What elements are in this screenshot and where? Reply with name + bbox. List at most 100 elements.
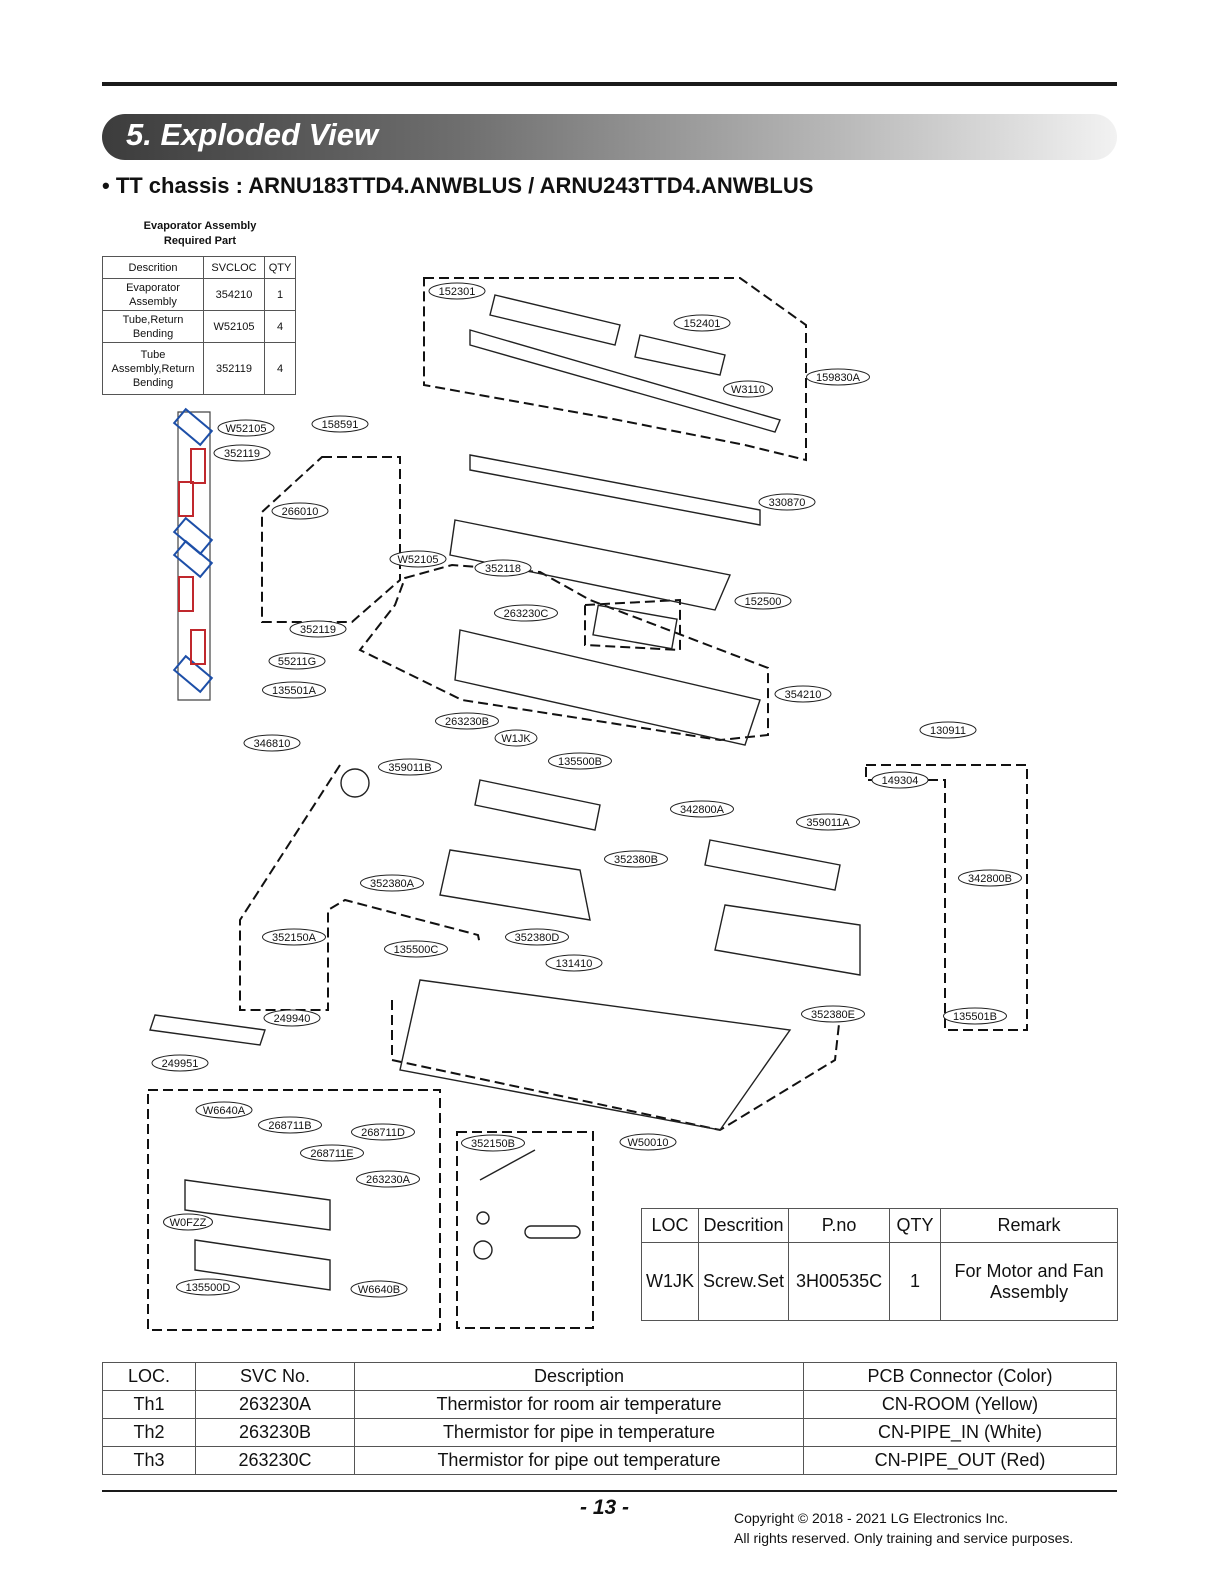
callout-label: 263230B <box>445 716 489 728</box>
part-callout-130911: 130911 <box>919 721 977 739</box>
part-callout-152500: 152500 <box>734 592 792 610</box>
callout-oval <box>548 752 612 770</box>
col-header-svc: SVC No. <box>195 1362 355 1391</box>
part-callout-249951: 249951 <box>151 1054 209 1072</box>
cell-connector: CN-PIPE_IN (White) <box>803 1418 1117 1447</box>
col-header-loc: LOC. <box>102 1362 196 1391</box>
callout-oval <box>494 729 538 747</box>
callout-oval <box>723 380 773 398</box>
chassis-subtitle: • TT chassis : ARNU183TTD4.ANWBLUS / ARN… <box>102 173 814 198</box>
part-callout-263230c: 263230C <box>494 604 558 622</box>
callout-label: 158591 <box>322 419 359 431</box>
part-callout-359011a: 359011A <box>796 813 860 831</box>
col-header-connector: PCB Connector (Color) <box>803 1362 1117 1391</box>
callout-oval <box>801 1005 865 1023</box>
callout-oval <box>151 1054 209 1072</box>
callout-oval <box>758 493 816 511</box>
callout-oval <box>435 712 499 730</box>
table-row: Th3 263230C Thermistor for pipe out temp… <box>102 1446 1117 1475</box>
part-callout-354210: 354210 <box>774 685 832 703</box>
part-callout-342800a: 342800A <box>670 800 734 818</box>
table-row: W1JK Screw.Set 3H00535C 1 For Motor and … <box>640 1242 1119 1321</box>
part-callout-131410: 131410 <box>545 954 603 972</box>
evaporator-table-title: Evaporator Assembly Required Part <box>102 219 298 249</box>
part-callout-352119: 352119 <box>213 444 271 462</box>
col-header-remark: Remark <box>940 1208 1119 1243</box>
callout-oval <box>360 874 424 892</box>
col-header-description: Descrition <box>698 1208 790 1243</box>
callout-oval <box>271 502 329 520</box>
callout-label: W52105 <box>398 554 439 566</box>
callout-oval <box>213 444 271 462</box>
part-callout-w6640b: W6640B <box>350 1280 408 1298</box>
callout-oval <box>670 800 734 818</box>
callout-label: 342800B <box>968 873 1012 885</box>
callout-label: 354210 <box>785 689 822 701</box>
callout-label: W3110 <box>731 384 765 396</box>
part-callout-55211g: 55211G <box>268 652 326 670</box>
part-callout-135500c: 135500C <box>384 940 448 958</box>
callout-oval <box>263 1009 321 1027</box>
cell-description: Tube Assembly,Return Bending <box>102 342 204 395</box>
callout-oval <box>428 282 486 300</box>
callout-label: 268711B <box>268 1120 311 1132</box>
screw-set-table: LOC Descrition P.no QTY Remark W1JK Scre… <box>640 1208 1119 1321</box>
callout-oval <box>604 850 668 868</box>
part-callout-268711e: 268711E <box>300 1144 364 1162</box>
part-callout-249940: 249940 <box>263 1009 321 1027</box>
part-callout-330870: 330870 <box>758 493 816 511</box>
callout-oval <box>195 1101 253 1119</box>
callout-label: 352118 <box>485 563 521 575</box>
exploded-view-diagram: 152301152401W3110159830A158591W521053521… <box>147 277 1028 1331</box>
table-row: Th2 263230B Thermistor for pipe in tempe… <box>102 1418 1117 1447</box>
cell-qty: 1 <box>889 1242 942 1321</box>
part-callout-w50010: W50010 <box>619 1133 677 1151</box>
callout-label: 352380E <box>811 1009 855 1021</box>
callout-oval <box>176 1278 240 1296</box>
callout-label: 352150A <box>272 932 317 944</box>
cell-connector: CN-ROOM (Yellow) <box>803 1390 1117 1419</box>
callout-label: 352380D <box>515 932 560 944</box>
evaporator-required-table: Descrition SVCLOC QTY Evaporator Assembl… <box>102 256 296 395</box>
callout-oval <box>734 592 792 610</box>
part-callout-352380d: 352380D <box>505 928 569 946</box>
cell-description: Thermistor for room air temperature <box>354 1390 804 1419</box>
callout-oval <box>774 685 832 703</box>
part-callout-w1jk: W1JK <box>494 729 538 747</box>
part-callout-w52105: W52105 <box>217 419 275 437</box>
callout-label: 135500B <box>558 756 602 768</box>
callout-oval <box>796 813 860 831</box>
part-callout-352150b: 352150B <box>461 1134 525 1152</box>
part-callout-158591: 158591 <box>311 415 369 433</box>
callout-oval <box>545 954 603 972</box>
callout-oval <box>384 940 448 958</box>
callout-label: W1JK <box>501 733 531 745</box>
callout-oval <box>461 1134 525 1152</box>
part-callout-352150a: 352150A <box>262 928 326 946</box>
callout-oval <box>262 928 326 946</box>
callout-label: 263230A <box>366 1174 411 1186</box>
table-row: Tube,Return Bending W52105 4 <box>102 310 296 343</box>
callout-oval <box>378 758 442 776</box>
callout-label: 263230C <box>504 608 549 620</box>
cell-remark: For Motor and Fan Assembly <box>940 1242 1119 1321</box>
part-callout-352380b: 352380B <box>604 850 668 868</box>
part-callout-w6640a: W6640A <box>195 1101 253 1119</box>
cell-loc: Th2 <box>102 1418 196 1447</box>
part-callout-268711b: 268711B <box>258 1116 322 1134</box>
part-callout-152401: 152401 <box>673 314 731 332</box>
callout-label: 152500 <box>745 596 782 608</box>
callout-oval <box>806 368 870 386</box>
col-header-loc: LOC <box>640 1208 700 1243</box>
callout-label: 330870 <box>769 497 806 509</box>
callout-oval <box>943 1007 1007 1025</box>
callout-oval <box>389 550 447 568</box>
top-rule <box>102 82 1117 86</box>
callout-label: 55211G <box>278 656 316 668</box>
callout-oval <box>494 604 558 622</box>
callout-oval <box>258 1116 322 1134</box>
callout-label: 131410 <box>556 958 593 970</box>
cell-description: Thermistor for pipe in temperature <box>354 1418 804 1447</box>
callout-oval <box>243 734 301 752</box>
part-callout-266010: 266010 <box>271 502 329 520</box>
